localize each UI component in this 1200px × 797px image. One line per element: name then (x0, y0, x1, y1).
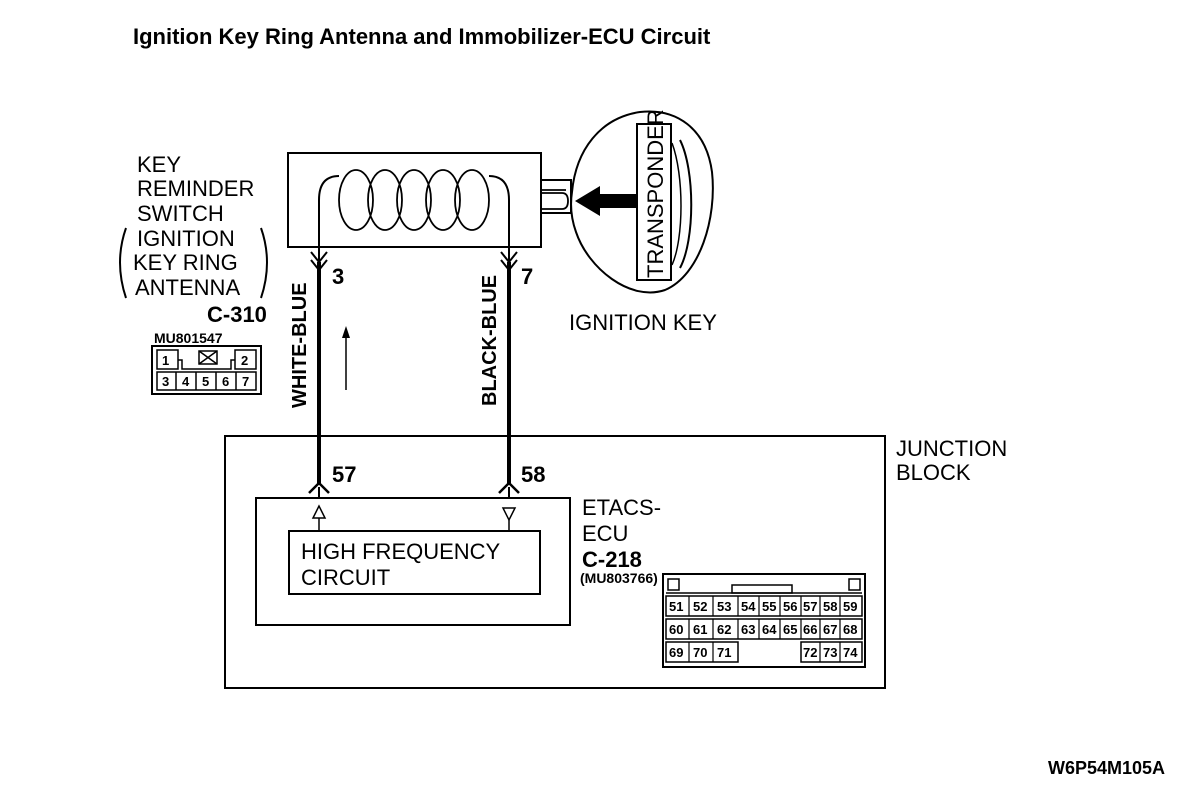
figure-code: W6P54M105A (1048, 758, 1165, 778)
switch-part-number: MU801547 (154, 330, 223, 346)
junction-label-2: BLOCK (896, 460, 971, 485)
ecu-connector-face (662, 573, 866, 668)
ecu-pin-60: 60 (669, 622, 683, 637)
ecu-pin-73: 73 (823, 645, 837, 660)
left-paren (119, 227, 127, 299)
right-paren (260, 227, 268, 299)
ecu-pin-53: 53 (717, 599, 731, 614)
junction-label-1: JUNCTION (896, 436, 1007, 461)
wire-right-bottom-pin: 58 (521, 462, 545, 487)
antenna-box (287, 152, 542, 262)
ignition-key-label: IGNITION KEY (569, 310, 717, 335)
junction-block (224, 435, 886, 689)
diagram-title: Ignition Key Ring Antenna and Immobilize… (133, 24, 711, 49)
switch-label-5: KEY RING (133, 250, 238, 275)
ecu-pin-55: 55 (762, 599, 776, 614)
ecu-pin-64: 64 (762, 622, 777, 637)
wire-left-top-pin: 3 (332, 264, 344, 289)
switch-pin-7: 7 (242, 374, 249, 389)
ecu-pin-51: 51 (669, 599, 683, 614)
switch-pin-2: 2 (241, 353, 248, 368)
ecu-pin-61: 61 (693, 622, 707, 637)
ecu-pin-66: 66 (803, 622, 817, 637)
ecu-pin-58: 58 (823, 599, 837, 614)
ignition-key (570, 110, 714, 294)
wire-left-color: WHITE-BLUE (289, 282, 311, 408)
wire-right-top-pin: 7 (521, 264, 533, 289)
key-slot (540, 179, 572, 214)
switch-pin-3: 3 (162, 374, 169, 389)
ecu-connector-label: C-218 (582, 547, 642, 572)
ecu-pin-62: 62 (717, 622, 731, 637)
switch-pin-1: 1 (162, 353, 169, 368)
switch-label-6: ANTENNA (135, 275, 240, 300)
switch-label-3: SWITCH (137, 201, 224, 226)
switch-connector-face (151, 345, 262, 395)
switch-connector-label: C-310 (207, 302, 267, 327)
ecu-pin-54: 54 (741, 599, 756, 614)
ecu-pin-52: 52 (693, 599, 707, 614)
switch-label-4: IGNITION (137, 226, 235, 251)
transponder-label: TRANSPONDER (643, 109, 668, 278)
ecu-pin-70: 70 (693, 645, 707, 660)
ecu-pin-63: 63 (741, 622, 755, 637)
high-frequency-circuit-box (288, 530, 541, 595)
wire-white-blue (308, 251, 330, 497)
etacs-ecu-box (255, 497, 571, 626)
ecu-pin-69: 69 (669, 645, 683, 660)
switch-pin-5: 5 (202, 374, 209, 389)
switch-pin-6: 6 (222, 374, 229, 389)
wire-right-color: BLACK-BLUE (479, 275, 501, 406)
ecu-pin-65: 65 (783, 622, 797, 637)
circuit-label-2: CIRCUIT (301, 565, 390, 590)
switch-label-2: REMINDER (137, 176, 254, 201)
ecu-input-arrows (311, 504, 517, 531)
ecu-part-number: (MU803766) (580, 570, 658, 586)
wire-black-blue (498, 251, 520, 497)
ecu-pin-56: 56 (783, 599, 797, 614)
ecu-pin-67: 67 (823, 622, 837, 637)
ecu-pin-72: 72 (803, 645, 817, 660)
ecu-pin-68: 68 (843, 622, 857, 637)
ecu-label-1: ETACS- (582, 495, 661, 520)
wire-left-bottom-pin: 57 (332, 462, 356, 487)
circuit-label-1: HIGH FREQUENCY (301, 539, 501, 564)
signal-arrow (342, 326, 350, 390)
switch-pin-4: 4 (182, 374, 190, 389)
switch-label-1: KEY (137, 152, 181, 177)
ecu-pin-71: 71 (717, 645, 731, 660)
ecu-label-2: ECU (582, 521, 628, 546)
ecu-pin-57: 57 (803, 599, 817, 614)
ecu-pin-59: 59 (843, 599, 857, 614)
ecu-pin-74: 74 (843, 645, 858, 660)
